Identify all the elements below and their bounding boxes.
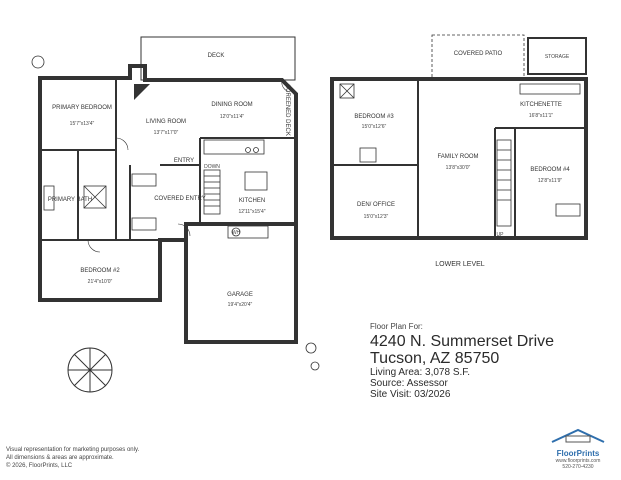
label-entry: ENTRY <box>174 158 194 164</box>
label-storage: STORAGE <box>545 54 570 60</box>
lower-level-plan <box>330 34 588 240</box>
label-covered-patio: COVERED PATIO <box>454 51 503 57</box>
label-bedroom-3: BEDROOM #3 <box>354 114 394 120</box>
kitchen-fixtures <box>203 139 269 239</box>
site-visit: Site Visit: 03/2026 <box>370 389 451 400</box>
tree-icon <box>67 347 113 393</box>
dims-bedroom-4: 12'8"x11'9" <box>538 178 562 184</box>
lower-exterior-wall <box>330 77 588 240</box>
door-swings <box>87 79 291 253</box>
label-up: UP <box>497 232 505 238</box>
brand-url: www.floorprints.com <box>555 458 601 464</box>
disclaimer-line-1: Visual representation for marketing purp… <box>6 447 140 453</box>
storage-outline <box>527 37 587 75</box>
lower-interior-walls <box>332 79 586 238</box>
label-garage: GARAGE <box>227 292 253 298</box>
label-den-office: DEN/ OFFICE <box>357 202 395 208</box>
label-screened-deck: SCREENED DECK <box>284 84 290 136</box>
dims-primary-bedroom: 15'7"x13'4" <box>70 121 95 127</box>
dims-living-room: 13'7"x17'0" <box>154 130 179 136</box>
listing-info: Floor Plan For: 4240 N. Summerset Drive … <box>370 322 570 400</box>
shrub-icon <box>31 55 320 371</box>
dims-den-office: 15'0"x12'3" <box>364 214 389 220</box>
upper-exterior-wall <box>38 64 298 302</box>
dims-dining-room: 12'0"x11'4" <box>220 114 244 120</box>
dims-bedroom-3: 15'0"x12'6" <box>362 124 387 130</box>
address-line-2: Tucson, AZ 85750 <box>370 350 500 367</box>
label-covered-entry: COVERED ENTRY <box>154 196 206 202</box>
label-bedroom-4: BEDROOM #4 <box>530 167 570 173</box>
disclaimer-line-3: © 2026, FloorPrints, LLC <box>6 463 73 469</box>
living-area: Living Area: 3,078 S.F. <box>370 367 471 378</box>
address-line-1: 4240 N. Summerset Drive <box>370 333 555 350</box>
dims-kitchen: 12'11"x15'4" <box>238 209 265 215</box>
lower-stairs <box>496 139 512 227</box>
upper-level-plan <box>38 36 298 344</box>
upper-interior-walls <box>40 78 296 241</box>
label-kitchen: KITCHEN <box>239 198 265 204</box>
brand-name: FloorPrints <box>556 449 600 458</box>
label-primary-bedroom: PRIMARY BEDROOM <box>52 105 112 111</box>
label-deck: DECK <box>208 53 225 59</box>
garage-outline <box>184 222 298 344</box>
source: Source: Assessor <box>370 378 448 389</box>
label-lower-level: LOWER LEVEL <box>435 261 485 268</box>
label-dining-room: DINING ROOM <box>211 102 252 108</box>
bath-fixtures <box>43 173 157 231</box>
house-logo-icon <box>551 428 605 443</box>
upper-stairs <box>203 169 221 215</box>
dims-bedroom-2: 21'4"x10'0" <box>88 279 113 285</box>
info-heading: Floor Plan For: <box>370 322 423 331</box>
dims-kitchenette: 16'8"x11'1" <box>529 113 553 119</box>
brand-phone: 520-270-4230 <box>562 464 594 470</box>
label-family-room: FAMILY ROOM <box>437 154 478 160</box>
fireplace <box>134 84 150 100</box>
dims-family-room: 13'8"x30'0" <box>446 165 471 171</box>
label-bedroom-2: BEDROOM #2 <box>80 268 120 274</box>
lower-fixtures <box>339 83 581 217</box>
label-kitchenette: KITCHENETTE <box>520 102 562 108</box>
covered-patio-outline <box>431 34 525 80</box>
label-living-room: LIVING ROOM <box>146 119 186 125</box>
label-down: DOWN <box>204 164 220 170</box>
brand-block: FloorPrints www.floorprints.com 520-270-… <box>538 428 618 470</box>
dims-garage: 19'4"x20'4" <box>228 302 253 308</box>
disclaimer-line-2: All dimensions & areas are approximate. <box>6 455 114 461</box>
disclaimer: Visual representation for marketing purp… <box>6 446 139 470</box>
label-wh: WH <box>232 230 241 236</box>
label-primary-bath: PRIMARY BATH <box>48 197 92 203</box>
